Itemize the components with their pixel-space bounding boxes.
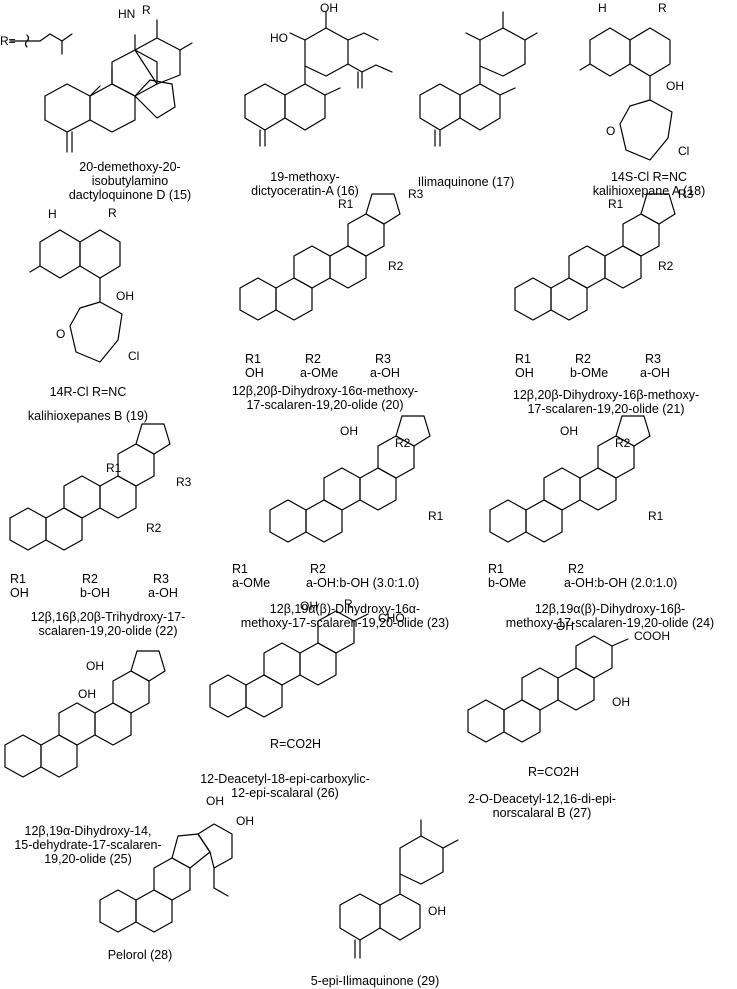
structure-25 (4, 650, 166, 778)
r-definition: R= (0, 34, 16, 48)
caption-28: Pelorol (28) (107, 948, 173, 962)
atom-hn: HN (118, 7, 136, 21)
caption-21: 12β,20β-Dihydroxy-16β-methoxy-17-scalare… (512, 388, 700, 416)
atom-r-18: R (658, 1, 667, 15)
note-27: R=CO2H (528, 765, 580, 779)
atom-cooh-27: COOH (634, 629, 670, 643)
atom-r1-23: R1 (428, 509, 444, 523)
atom-oh-19: OH (116, 289, 134, 303)
atom-r3-21: R3 (678, 187, 694, 201)
atom-oh2-27: OH (612, 695, 630, 709)
structure-16 (244, 11, 393, 147)
structure-19 (29, 229, 123, 363)
caption-24: 12β,19α(β)-Dihydroxy-16β-methoxy-17-scal… (505, 602, 715, 630)
atom-r1-22: R1 (106, 461, 122, 475)
caption-26: 12-Deacetyl-18-epi-carboxylic-12-epi-sca… (200, 772, 370, 800)
caption-29: 5-epi-Ilimaquinone (29) (310, 974, 440, 988)
atom-r2-23: R2 (395, 436, 411, 450)
atom-oh-28: OH (206, 794, 224, 808)
atom-ho-16: HO (270, 31, 288, 45)
atom-r3-20: R3 (408, 187, 424, 201)
atom-oh-29: OH (428, 904, 446, 918)
atom-oh-24: OH (560, 424, 578, 438)
table-24: R1 R2 b-OMe a-OH:b-OH (2.0:1.0) (488, 562, 678, 590)
atom-r-19: R (108, 206, 117, 220)
atom-cl-19: Cl (128, 349, 140, 363)
atom-cl-18: Cl (678, 144, 690, 158)
table-22: R1 R2 R3 OH b-OH a-OH (10, 572, 178, 600)
atom-r: R (142, 3, 151, 17)
structure-23 (269, 415, 431, 543)
atom-o-19: O (56, 327, 66, 341)
atom-ho-25: OH (86, 659, 104, 673)
structure-18 (579, 27, 673, 161)
structure-27 (467, 635, 629, 743)
atom-oh-27: OH (556, 619, 574, 633)
atom-r1-24: R1 (648, 509, 664, 523)
atom-r2-24: R2 (615, 436, 631, 450)
table-21: R1 R2 R3 OH b-OMe a-OH (515, 352, 670, 380)
structure-20 (239, 193, 401, 321)
atom-oh-23: OH (340, 424, 358, 438)
atom-oh-26: OH (300, 599, 318, 613)
caption-17: Ilimaquinone (17) (417, 175, 515, 189)
atom-r2-20: R2 (388, 259, 404, 273)
atom-r2-22: R2 (146, 521, 162, 535)
atom-oh-25: OH (78, 687, 96, 701)
caption-27: 2-O-Deacetyl-12,16-di-epi-norscalaral B … (468, 792, 616, 820)
atom-r-26: R (344, 597, 353, 611)
structure-21 (514, 193, 676, 321)
structure-22 (9, 423, 171, 551)
table-20: R1 R2 R3 OH a-OMe a-OH (245, 352, 400, 380)
caption-25: 12β,19α-Dihydroxy-14,15-dehydrate-17-sca… (14, 824, 162, 866)
atom-h-18: H (598, 1, 607, 15)
structure-26 (209, 610, 369, 718)
caption-23: 12β,19α(β)-Dihydroxy-16α-methoxy-17-scal… (240, 602, 450, 630)
table-23: R1 R2 a-OMe a-OH:b-OH (3.0:1.0) (232, 562, 420, 590)
structure-15 (9, 19, 193, 153)
atom-r1-20: R1 (338, 197, 354, 211)
atom-oh-18: OH (666, 79, 684, 93)
caption-20: 12β,20β-Dihydroxy-16α-methoxy-17-scalare… (231, 384, 419, 412)
atom-r2-21: R2 (658, 259, 674, 273)
atom-oh-16: OH (320, 1, 338, 15)
atom-oh2-28: OH (236, 814, 254, 828)
atom-h-19: H (48, 207, 57, 221)
note-26: R=CO2H (270, 737, 322, 751)
caption-22: 12β,16β,20β-Trihydroxy-17-scalaren-19,20… (30, 610, 186, 638)
atom-o-18: O (606, 124, 616, 138)
atom-r3-22: R3 (176, 475, 192, 489)
atom-r1-21: R1 (608, 197, 624, 211)
structure-29 (339, 819, 459, 959)
caption-16: 19-methoxy-dictyoceratin-A (16) (251, 170, 359, 198)
structure-28 (99, 823, 233, 933)
structure-24 (489, 415, 651, 543)
atom-cho-26: CHO (378, 611, 405, 625)
structure-17 (419, 11, 538, 147)
